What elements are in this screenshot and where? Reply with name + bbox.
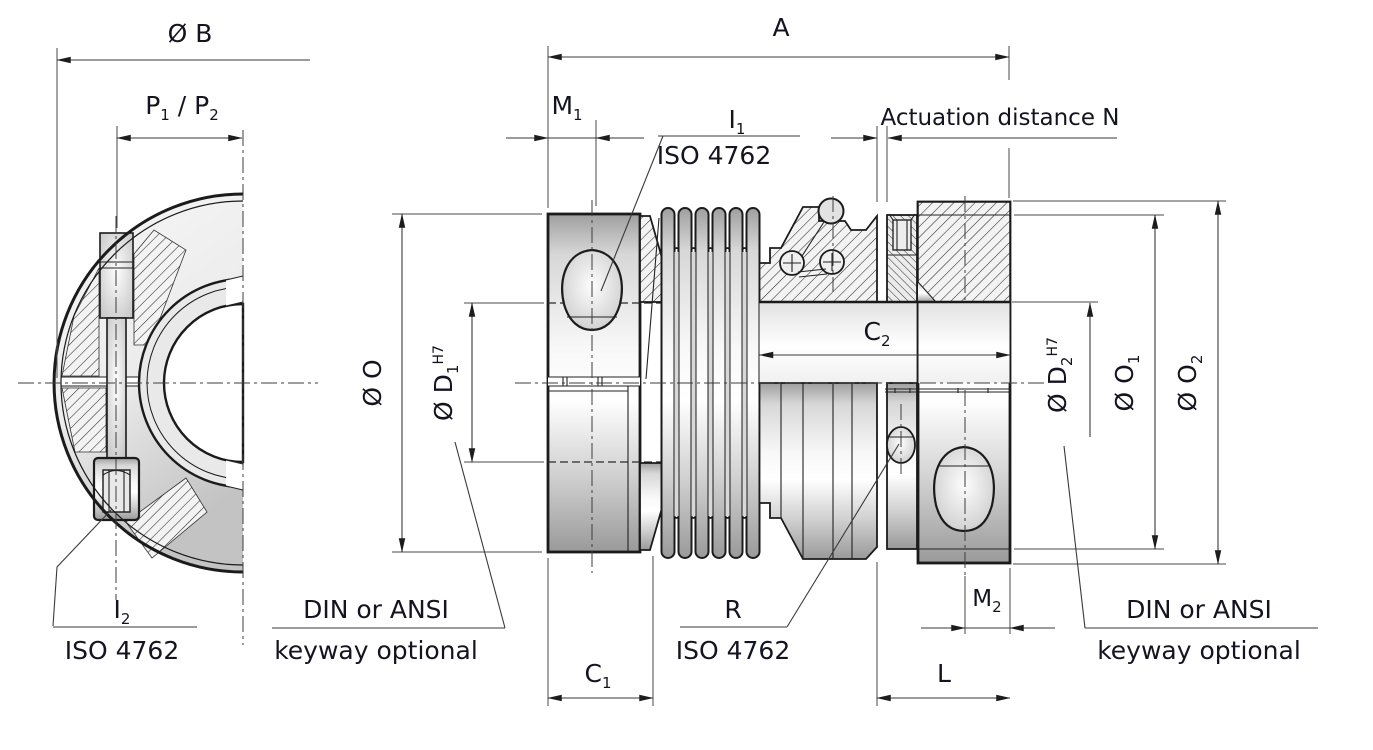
dimension-c2: C2 <box>758 317 1011 359</box>
callout-keyway-right: DIN or ANSI keyway optional <box>1063 445 1318 665</box>
label-c2: C2 <box>863 317 890 350</box>
label-a: A <box>772 13 789 42</box>
dimension-m1: M1 <box>506 91 644 206</box>
label-keyway-right-1: DIN or ANSI <box>1126 595 1272 624</box>
front-hatch-sections <box>61 229 208 559</box>
label-keyway-left-2: keyway optional <box>274 636 478 665</box>
label-dia-o2: Ø O2 <box>1173 355 1206 412</box>
dimension-c1: C1 <box>547 556 654 706</box>
label-dia-d2: Ø D2H7 <box>1043 337 1076 413</box>
label-m1: M1 <box>551 91 582 124</box>
label-dia-o1: Ø O1 <box>1110 355 1143 412</box>
label-m2: M2 <box>972 586 1001 616</box>
dimension-dia-d1: Ø D1H7 <box>429 302 544 463</box>
label-iso4762-i2: ISO 4762 <box>65 636 180 665</box>
label-dia-d1: Ø D1H7 <box>429 345 462 421</box>
clamping-cone-lower <box>758 382 878 560</box>
dimension-dia-o2: Ø O2 <box>1013 200 1226 565</box>
label-iso4762-r: ISO 4762 <box>676 636 791 665</box>
callout-r-iso4762: R ISO 4762 <box>676 443 900 665</box>
dimension-p1-p2: P1 / P2 <box>116 91 243 228</box>
cone-flange <box>639 215 663 551</box>
label-p1-p2: P1 / P2 <box>145 91 219 124</box>
right-hub-screw-profile <box>933 445 995 533</box>
callouts: I1 ISO 4762 I2 ISO 4762 DIN or ANSI keyw… <box>52 105 1318 665</box>
label-i2: I2 <box>114 595 131 628</box>
dimensions: Ø B P1 / P2 A M1 A <box>56 13 1226 706</box>
label-i1: I1 <box>729 105 746 138</box>
dimension-actuation-n: Actuation distance N <box>831 105 1120 202</box>
label-dia-o: Ø O <box>358 359 387 406</box>
dimension-m2: M2 <box>921 568 1055 634</box>
label-r: R <box>724 595 741 624</box>
callout-i1-iso4762: I1 ISO 4762 <box>600 105 800 292</box>
clamping-cone-upper <box>758 197 878 303</box>
right-hub <box>885 200 1012 565</box>
dimension-a: A <box>547 13 1010 208</box>
label-keyway-right-2: keyway optional <box>1097 636 1301 665</box>
dimension-l: L <box>876 562 1011 706</box>
actuation-nut <box>886 213 918 303</box>
label-dia-b: Ø B <box>168 19 213 48</box>
dimension-dia-o1: Ø O1 <box>1014 214 1164 550</box>
dimension-dia-d2: Ø D2H7 <box>1012 301 1098 437</box>
section-view <box>515 196 1045 634</box>
callout-keyway-left: DIN or ANSI keyway optional <box>272 441 506 665</box>
actuation-ball <box>817 197 845 225</box>
label-iso4762-i1: ISO 4762 <box>657 141 772 170</box>
dimension-dia-o: Ø O <box>358 213 542 553</box>
callout-i2-iso4762: I2 ISO 4762 <box>52 508 197 665</box>
collar-lower <box>886 382 918 550</box>
label-keyway-left-1: DIN or ANSI <box>303 595 449 624</box>
front-view <box>18 130 318 645</box>
dimension-dia-b: Ø B <box>56 19 310 378</box>
clamp-slit <box>61 376 139 387</box>
label-l: L <box>937 659 951 688</box>
label-c1: C1 <box>584 659 611 692</box>
label-actuation-n: Actuation distance N <box>880 105 1119 131</box>
